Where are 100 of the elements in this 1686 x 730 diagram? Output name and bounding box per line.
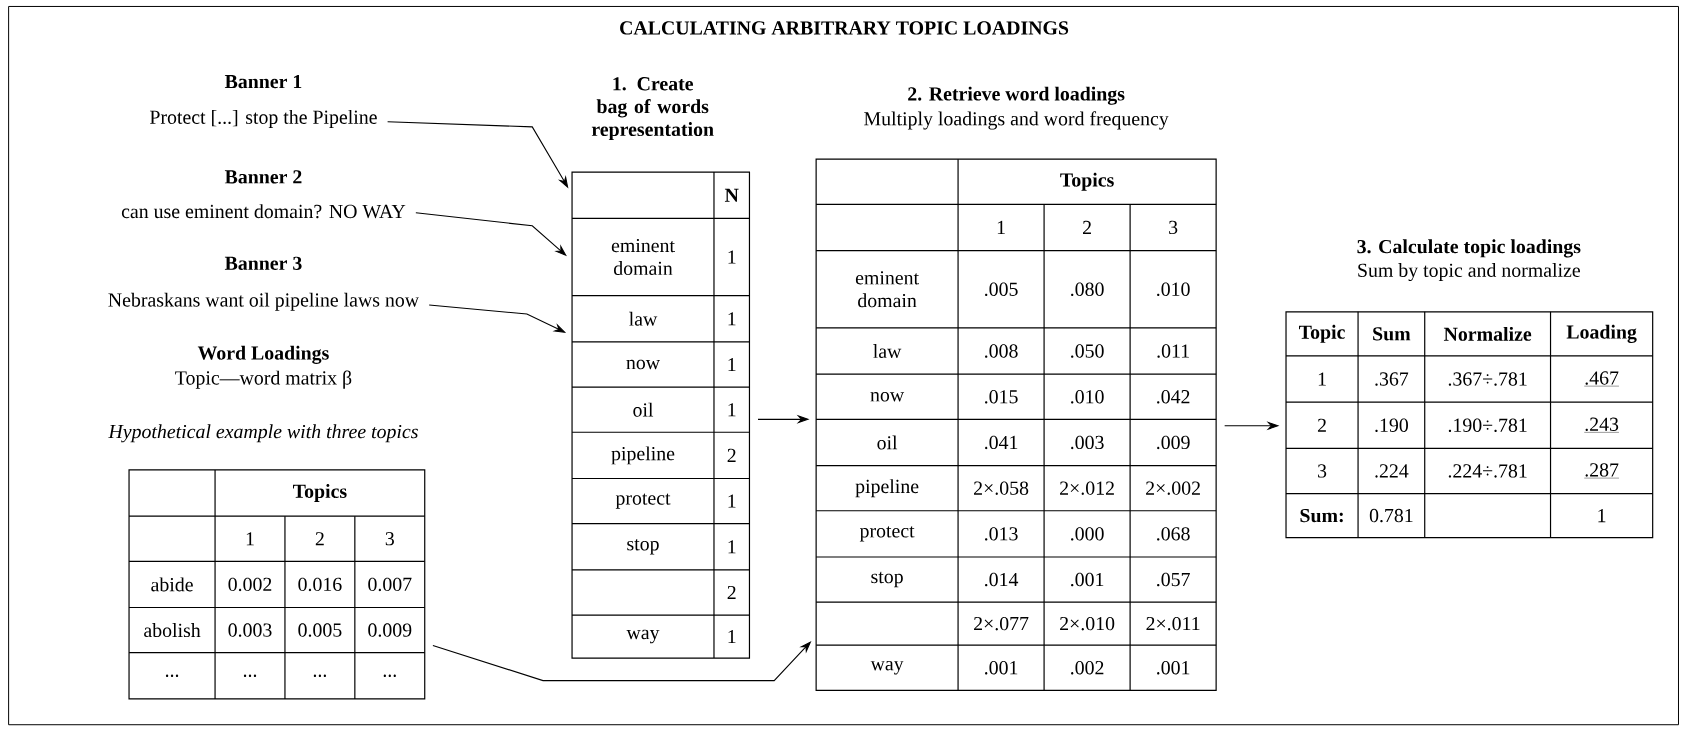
table-cell: way <box>626 629 660 644</box>
table-cell: .041 <box>985 435 1018 450</box>
table-cell: now <box>626 359 660 370</box>
table-cell: 0.005 <box>298 623 342 637</box>
table-cell: 2 <box>315 532 324 546</box>
table-cell: 1 <box>728 357 736 371</box>
table-cell: 2 <box>727 585 736 599</box>
table-cell: pipeline <box>855 479 919 498</box>
table-cell: 1 <box>728 250 736 264</box>
table-cell: .010 <box>1071 390 1104 404</box>
table-cell: .001 <box>1157 660 1190 675</box>
table-cell: 0.007 <box>368 577 412 592</box>
table-cell: .015 <box>985 390 1018 404</box>
table-cell: .080 <box>1071 282 1104 296</box>
subheading: Multiply loadings and word frequency <box>864 111 1169 130</box>
table-cell: 2 <box>727 448 736 462</box>
table-cell: now <box>870 391 905 402</box>
column-heading: N <box>724 188 739 202</box>
table-cell: protect <box>859 526 915 542</box>
table-cell: 2×.058 <box>974 481 1029 495</box>
table-cell: 1 <box>728 312 736 326</box>
table-cell: 1 <box>728 403 736 417</box>
table-cell: stop <box>871 571 903 588</box>
banner-text: Banner 2 can use eminent domain? NO WAY <box>121 170 406 219</box>
step-heading: 2. Retrieve word loadings <box>908 86 1125 105</box>
table-cell: .001 <box>985 660 1018 675</box>
note: Hypothetical example with three topics <box>108 424 418 443</box>
banner-text: Banner 1 Protect [...] stop the Pipeline <box>150 74 377 128</box>
table-cell: .042 <box>1157 390 1190 404</box>
table-cell: .001 <box>1071 572 1104 587</box>
banner-text: Banner 3 Nebraskans want oil pipeline laws now <box>108 256 419 311</box>
table-cell: 3 <box>1169 220 1178 235</box>
table-cell: stop <box>627 539 659 555</box>
table-cell: eminent domain <box>855 271 919 308</box>
column-heading: Topics <box>1060 172 1114 191</box>
table-cell: oil <box>633 402 654 417</box>
table-cell: way <box>870 660 904 675</box>
table-cell: .003 <box>1071 435 1104 450</box>
table-cell: .000 <box>1071 527 1104 541</box>
table-cell: 2 <box>1317 418 1326 432</box>
table-cell: .367 <box>1375 372 1409 386</box>
table-cell: 1 <box>1598 509 1606 523</box>
table-cell: ... <box>243 674 257 677</box>
table-cell: .050 <box>1071 344 1104 358</box>
column-heading: Normalize <box>1443 326 1532 341</box>
table-cell: 3 <box>1318 464 1327 478</box>
step-heading: 3. Calculate topic loadings <box>1357 239 1581 258</box>
table-cell: 2×.012 <box>1060 481 1114 495</box>
table-cell: 1 <box>728 540 736 554</box>
table-cell: .002 <box>1071 660 1104 675</box>
table-cell: 2×.010 <box>1060 616 1115 631</box>
table-cell: .467 <box>1584 371 1620 387</box>
table-cell: ... <box>383 674 396 677</box>
table-cell: 0.781 <box>1369 508 1413 523</box>
table-cell: 2×.077 <box>974 616 1029 631</box>
column-heading: Sum <box>1373 327 1411 341</box>
table-cell: 0.016 <box>298 577 342 592</box>
table-cell: protect <box>615 493 671 509</box>
table-cell: 2×.011 <box>1146 616 1200 631</box>
table-cell: .013 <box>985 527 1018 541</box>
table-cell: abolish <box>144 623 201 638</box>
table-cell: pipeline <box>611 446 675 465</box>
step-heading: Word Loadings <box>197 345 329 364</box>
table-cell: .009 <box>1157 435 1190 450</box>
table-cell: .367÷.781 <box>1448 372 1527 386</box>
title: CALCULATING ARBITRARY TOPIC LOADINGS <box>620 21 1069 35</box>
table-cell: 0.009 <box>368 623 412 637</box>
table-cell: 1 <box>728 629 736 644</box>
table-cell: .068 <box>1157 527 1190 541</box>
table-cell: law <box>873 344 902 358</box>
step-heading: 1. Create bag of words representation <box>591 77 714 141</box>
table-cell: .190÷.781 <box>1448 418 1527 432</box>
table-cell: law <box>629 311 658 326</box>
table-cell: .008 <box>985 344 1018 358</box>
column-heading: Topics <box>293 483 347 502</box>
table-cell: 2×.002 <box>1146 481 1200 495</box>
table-cell: .224÷.781 <box>1448 464 1527 478</box>
table-cell: 1 <box>1318 372 1326 386</box>
table-cell: .011 <box>1157 344 1189 358</box>
table-cell: 2 <box>1083 220 1091 234</box>
table-cell: eminent domain <box>611 238 675 275</box>
subheading: Sum by topic and normalize <box>1358 262 1580 281</box>
table-cell: 3 <box>385 532 394 546</box>
subheading: Topic—word matrix β <box>175 370 352 389</box>
table-cell: 1 <box>728 494 736 508</box>
table-cell: .014 <box>985 572 1019 587</box>
table-cell: oil <box>877 435 898 450</box>
column-heading: Loading <box>1566 324 1637 343</box>
table-cell: .057 <box>1157 572 1190 587</box>
column-heading: Topic <box>1299 324 1345 343</box>
table-cell: .005 <box>985 282 1018 296</box>
table-cell: .010 <box>1157 282 1190 296</box>
table-cell: .287 <box>1584 463 1620 479</box>
table-cell: .224 <box>1375 464 1409 478</box>
table-cell: ... <box>165 674 179 677</box>
table-cell: 1 <box>246 532 254 546</box>
table-cell: abide <box>151 577 193 592</box>
table-cell: .190 <box>1375 418 1408 432</box>
table-cell: 1 <box>997 220 1005 234</box>
column-heading: Sum: <box>1300 508 1343 523</box>
